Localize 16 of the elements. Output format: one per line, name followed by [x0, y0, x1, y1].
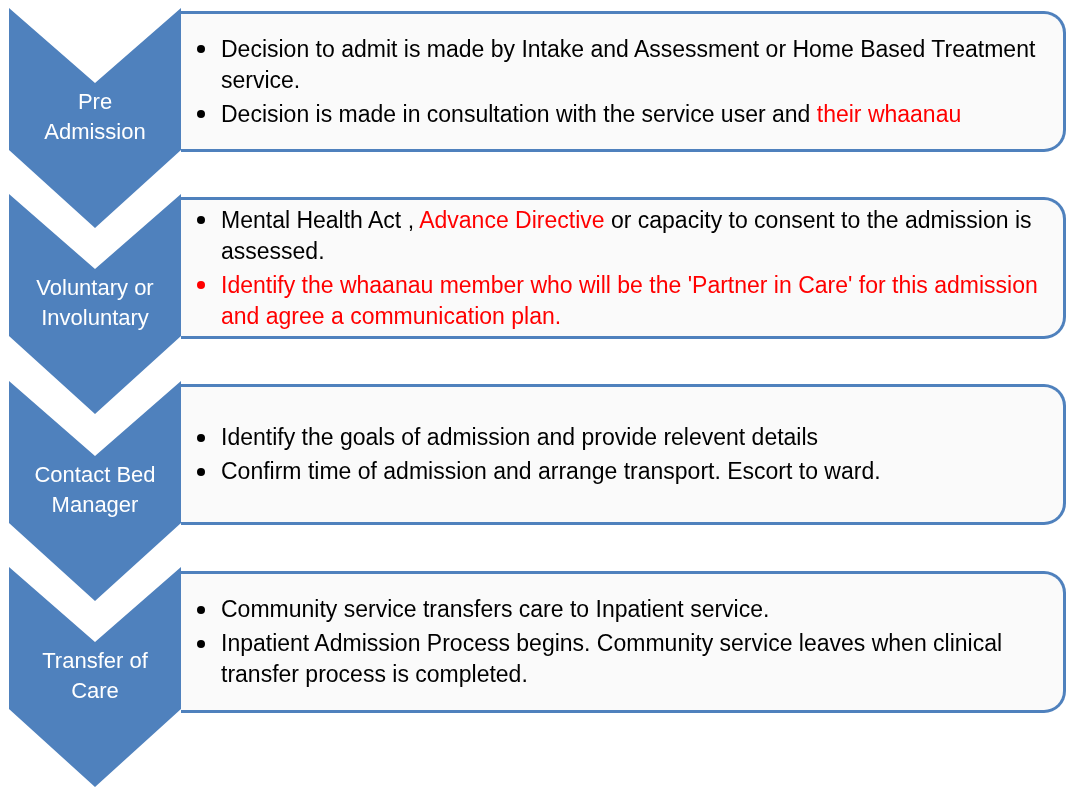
- bullet-text: Confirm time of admission and arrange transport. Escort to ward.: [221, 457, 882, 486]
- description-box: [181, 571, 1066, 713]
- step-label: Transfer of Care: [41, 646, 149, 705]
- bullet-text: Identify the whaanau member who will be the 'Partner in Care' for this admission and agree a communication plan.: [221, 270, 1039, 331]
- description-box: [181, 384, 1066, 525]
- bullet-text: Identify the goals of admission and provide relevent details: [221, 423, 820, 452]
- bullet-text: Community service transfers care to Inpatient service.: [221, 595, 771, 624]
- step-label: Pre Admission: [43, 87, 147, 146]
- step-label: Voluntary or Involuntary: [35, 273, 155, 332]
- step-label: Contact Bed Manager: [33, 460, 157, 519]
- bullet-text: Decision is made in consultation with the service user and their whaanau: [221, 99, 963, 129]
- bullet-text: Inpatient Admission Process begins. Community service leaves when clinical transfer process is completed.: [221, 629, 1004, 689]
- description-box: [181, 11, 1066, 152]
- bullet-text: Decision to admit is made by Intake and Assessment or Home Based Treatment service.: [221, 34, 1037, 95]
- bullet-text: Mental Health Act , Advance Directive or capacity to consent to the admission is assessed.: [221, 205, 1033, 266]
- description-box: [181, 197, 1066, 339]
